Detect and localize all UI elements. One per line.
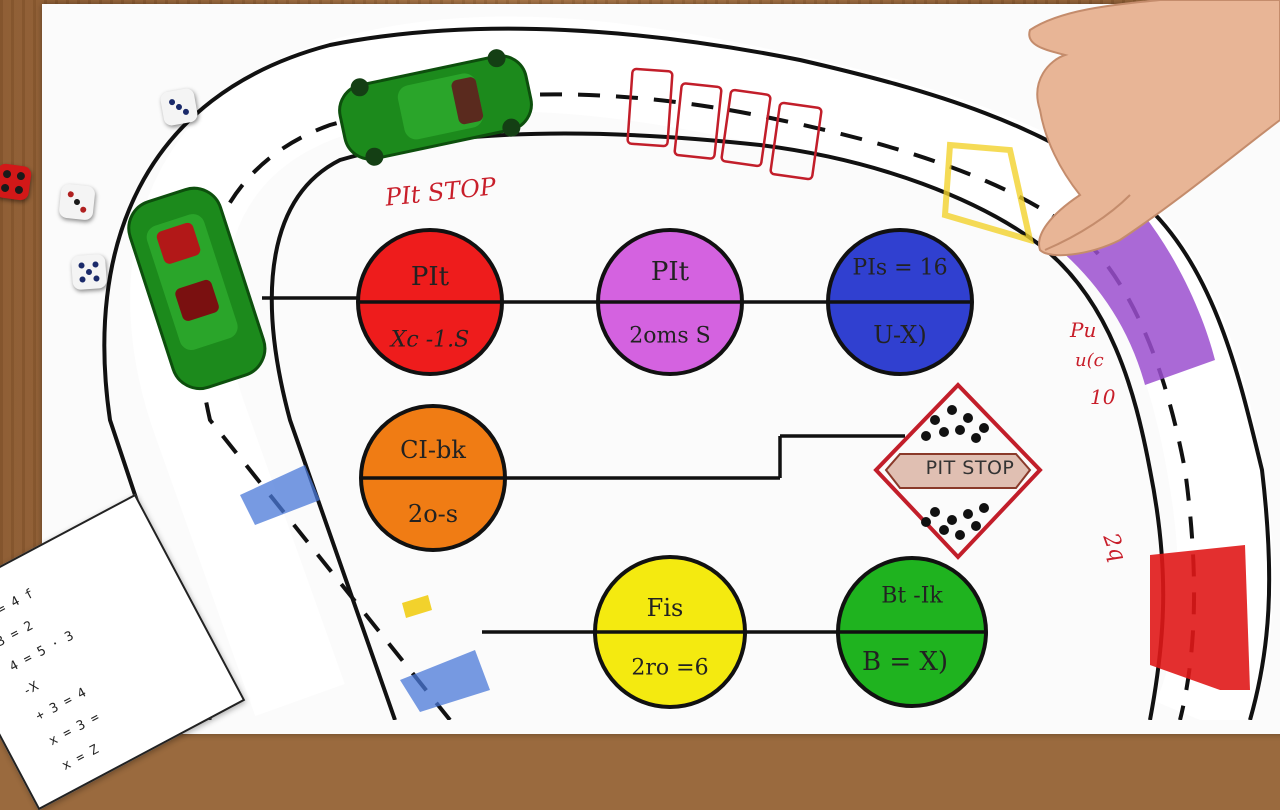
green-toy-car-top bbox=[338, 49, 533, 166]
track-center-line bbox=[196, 92, 1197, 720]
track-inner-edge bbox=[269, 131, 1166, 720]
red-circle-bottom-label: Xc -1.S bbox=[390, 327, 470, 353]
pit-stop-sign-label: PIT STOP bbox=[925, 457, 1015, 479]
notepad-line: -X bbox=[20, 678, 42, 700]
blue-circle-bottom-label: U-X) bbox=[873, 321, 927, 349]
white-die-2[interactable] bbox=[58, 183, 96, 221]
red-track-zone bbox=[1150, 545, 1250, 690]
pit-boxes bbox=[626, 67, 823, 181]
yellow-circle-bottom-label: 2ro =6 bbox=[631, 655, 709, 681]
race-track-road bbox=[130, 16, 1274, 720]
yellow-track-zone bbox=[941, 141, 1035, 245]
yellow-circle-top-label: Fis bbox=[646, 594, 684, 622]
path-connectors bbox=[262, 296, 905, 634]
margin-note-1: Pu bbox=[1070, 318, 1097, 342]
pink-circle-bottom-label: 2oms S bbox=[629, 323, 711, 349]
green-circle-top-label: Bt -Ik bbox=[881, 583, 943, 609]
red-die[interactable] bbox=[0, 162, 33, 202]
space-circle-green bbox=[836, 556, 988, 708]
notepad-line: 3 = 2 bbox=[0, 618, 36, 651]
orange-circle-bottom-label: 2o-s bbox=[407, 500, 459, 528]
white-die-3[interactable] bbox=[70, 253, 108, 291]
race-track-board bbox=[102, 0, 1280, 720]
margin-note-3: 10 bbox=[1090, 385, 1116, 409]
red-circle-top-label: PIt bbox=[410, 262, 450, 292]
blue-circle-top-label: PIs = 16 bbox=[852, 255, 948, 281]
notepad-line: x = 4 f bbox=[0, 586, 37, 625]
purple-track-zone bbox=[1060, 210, 1215, 385]
space-circle-yellow bbox=[593, 555, 747, 709]
yellow-mark bbox=[402, 595, 432, 618]
green-toy-car-left bbox=[127, 186, 267, 391]
green-circle-bottom-label: B = X) bbox=[861, 647, 949, 677]
white-die-1[interactable] bbox=[159, 87, 199, 127]
notepad-line: x = Z bbox=[59, 742, 102, 774]
pink-circle-top-label: PIt bbox=[650, 257, 690, 287]
blue-track-zone-2 bbox=[400, 650, 490, 712]
orange-circle-top-label: CI-bk bbox=[400, 436, 466, 464]
margin-note-2: u(c bbox=[1075, 350, 1104, 371]
pit-stop-sign bbox=[873, 382, 1043, 560]
blue-track-zone bbox=[240, 465, 320, 525]
space-circle-red bbox=[356, 228, 504, 376]
space-circle-blue bbox=[826, 228, 974, 376]
space-circle-pink bbox=[596, 228, 744, 376]
player-hand bbox=[1028, 0, 1280, 257]
space-circle-orange bbox=[359, 404, 507, 552]
